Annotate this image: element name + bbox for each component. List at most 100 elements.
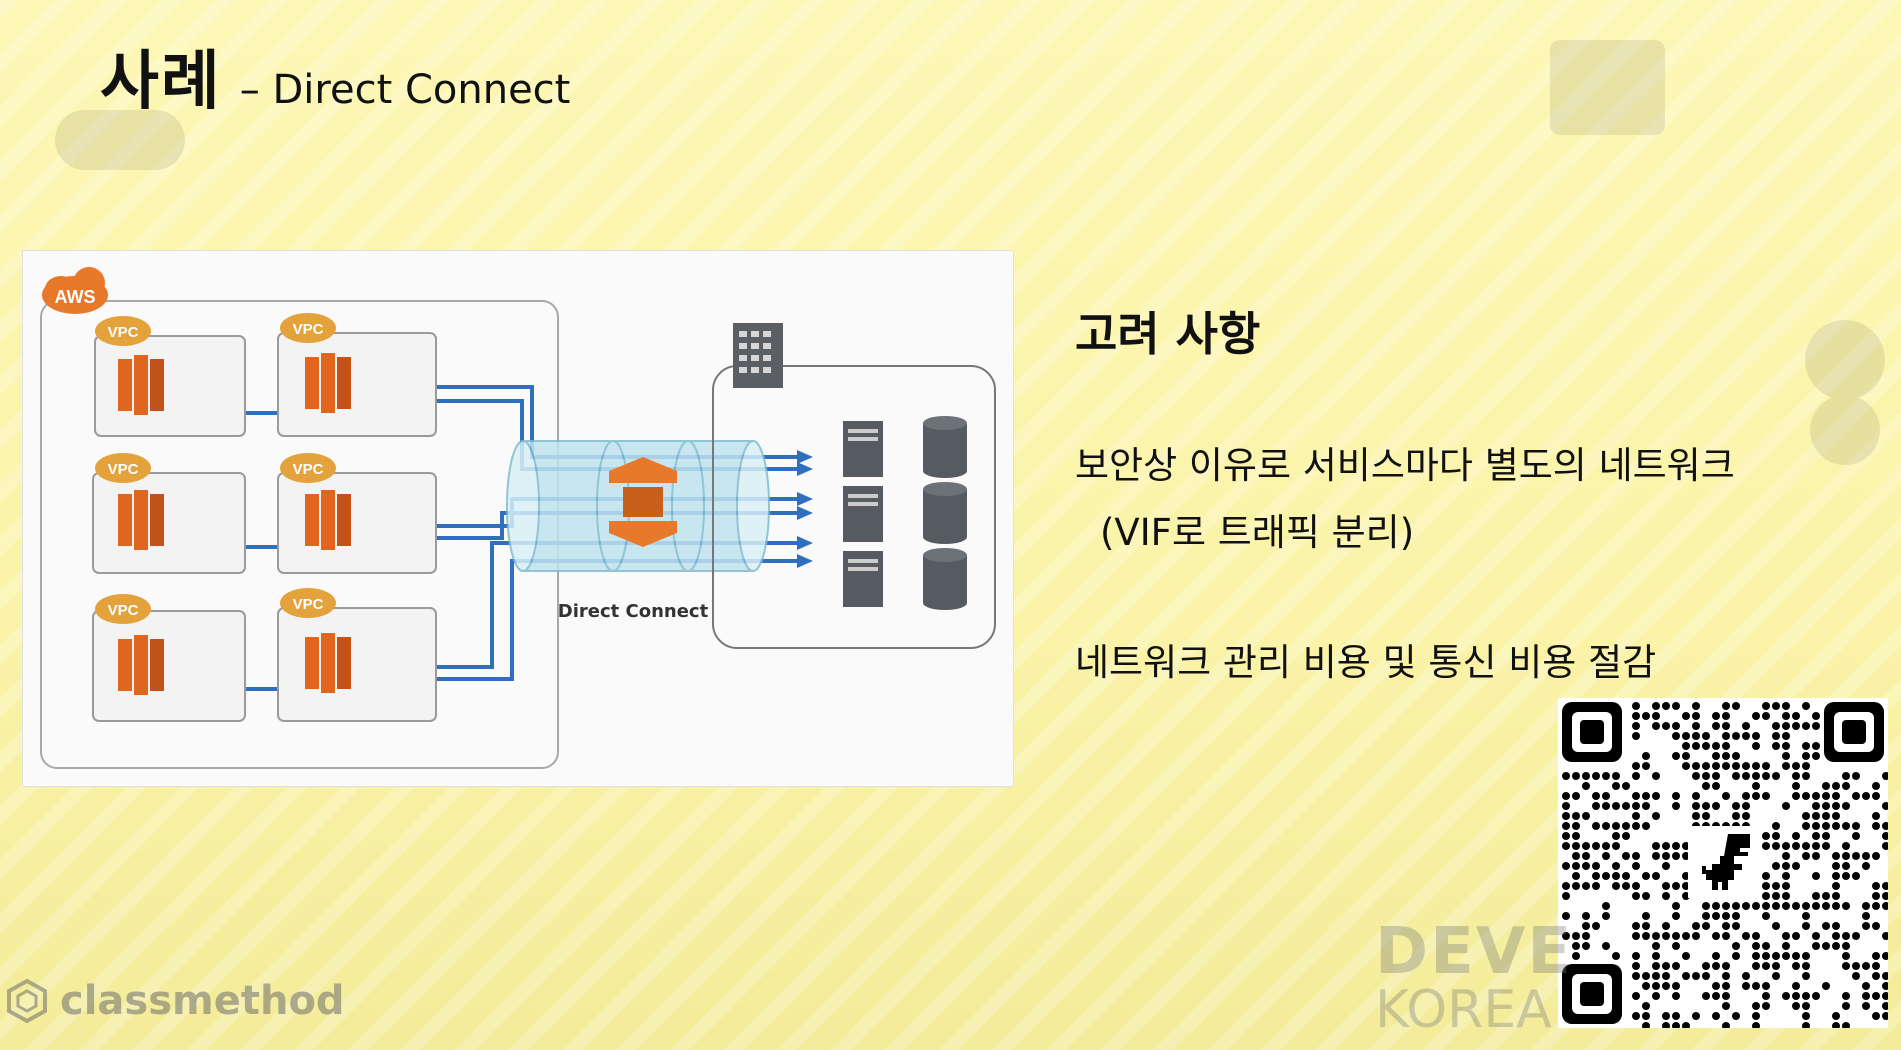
qr-module — [1782, 952, 1790, 960]
qr-module — [1882, 902, 1888, 910]
qr-module — [1772, 972, 1780, 980]
qr-module — [1712, 782, 1720, 790]
qr-module — [1632, 812, 1640, 820]
qr-module — [1672, 942, 1680, 950]
qr-module — [1812, 742, 1820, 750]
qr-module — [1632, 702, 1640, 710]
qr-module — [1712, 952, 1720, 960]
qr-module — [1632, 972, 1640, 980]
qr-module — [1882, 1002, 1888, 1010]
qr-module — [1772, 732, 1780, 740]
vpc-3: VPC — [92, 453, 246, 574]
qr-module — [1782, 752, 1790, 760]
qr-module — [1832, 882, 1840, 890]
qr-module — [1822, 842, 1830, 850]
qr-module — [1882, 802, 1888, 810]
qr-module — [1772, 702, 1780, 710]
qr-module — [1582, 782, 1590, 790]
qr-module — [1732, 902, 1740, 910]
qr-module — [1862, 862, 1870, 870]
qr-module — [1762, 842, 1770, 850]
qr-module — [1672, 702, 1680, 710]
qr-module — [1702, 912, 1710, 920]
qr-module — [1622, 802, 1630, 810]
qr-module — [1762, 712, 1770, 720]
qr-module — [1772, 862, 1780, 870]
qr-module — [1582, 772, 1590, 780]
qr-module — [1722, 742, 1730, 750]
qr-module — [1842, 902, 1850, 910]
qr-module — [1872, 822, 1880, 830]
qr-module — [1712, 802, 1720, 810]
qr-module — [1722, 1022, 1730, 1028]
qr-module — [1692, 742, 1700, 750]
qr-module — [1742, 772, 1750, 780]
qr-module — [1882, 882, 1888, 890]
qr-module — [1602, 822, 1610, 830]
qr-module — [1722, 712, 1730, 720]
qr-module — [1662, 862, 1670, 870]
slide-title: 사례 – Direct Connect — [100, 30, 570, 119]
ec2-instance-icon — [305, 633, 351, 693]
qr-module — [1752, 1012, 1760, 1020]
qr-module — [1722, 762, 1730, 770]
server-icon — [843, 486, 883, 542]
qr-module — [1882, 982, 1888, 990]
qr-module — [1612, 882, 1620, 890]
qr-module — [1762, 762, 1770, 770]
qr-module — [1732, 772, 1740, 780]
qr-module — [1652, 792, 1660, 800]
qr-module — [1652, 842, 1660, 850]
qr-module — [1742, 972, 1750, 980]
qr-module — [1652, 702, 1660, 710]
qr-module — [1822, 812, 1830, 820]
qr-module — [1672, 732, 1680, 740]
qr-module — [1632, 1012, 1640, 1020]
qr-modules — [1562, 702, 1888, 1028]
qr-module — [1722, 982, 1730, 990]
qr-module — [1612, 832, 1620, 840]
qr-module — [1802, 842, 1810, 850]
qr-module — [1672, 842, 1680, 850]
qr-module — [1842, 1022, 1850, 1028]
qr-module — [1882, 932, 1888, 940]
qr-module — [1642, 752, 1650, 760]
qr-module — [1762, 992, 1770, 1000]
qr-module — [1632, 892, 1640, 900]
qr-module — [1602, 872, 1610, 880]
qr-module — [1802, 912, 1810, 920]
qr-module — [1632, 962, 1640, 970]
qr-module — [1782, 902, 1790, 910]
qr-module — [1742, 732, 1750, 740]
gamepad-icon — [55, 110, 185, 170]
qr-module — [1862, 902, 1870, 910]
qr-module — [1812, 852, 1820, 860]
qr-module — [1732, 702, 1740, 710]
qr-module — [1692, 722, 1700, 730]
qr-module — [1762, 702, 1770, 710]
qr-module — [1742, 902, 1750, 910]
qr-module — [1682, 932, 1690, 940]
qr-module — [1782, 742, 1790, 750]
qr-module — [1782, 932, 1790, 940]
qr-module — [1562, 822, 1570, 830]
qr-module — [1662, 852, 1670, 860]
qr-module — [1722, 922, 1730, 930]
qr-module — [1832, 1012, 1840, 1020]
qr-module — [1642, 932, 1650, 940]
qr-module — [1762, 942, 1770, 950]
qr-module — [1772, 722, 1780, 730]
aws-badge: AWS — [54, 287, 95, 307]
qr-module — [1832, 822, 1840, 830]
ec2-instance-icon — [118, 635, 164, 695]
qr-module — [1672, 932, 1680, 940]
qr-module — [1712, 962, 1720, 970]
qr-module — [1772, 822, 1780, 830]
qr-module — [1782, 942, 1790, 950]
qr-module — [1632, 712, 1640, 720]
qr-module — [1632, 852, 1640, 860]
qr-module — [1862, 962, 1870, 970]
qr-code[interactable] — [1558, 698, 1888, 1028]
qr-module — [1842, 852, 1850, 860]
qr-module — [1602, 842, 1610, 850]
